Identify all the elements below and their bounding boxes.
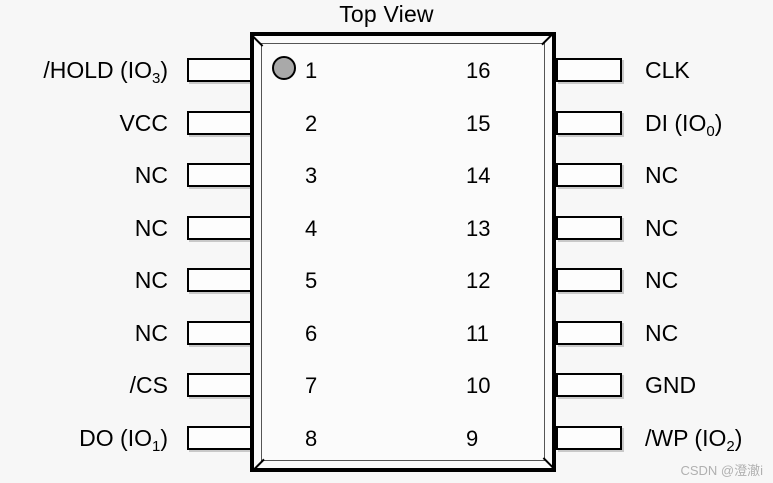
pin-signal-label: CLK [645, 58, 690, 82]
pin-number: 15 [466, 110, 491, 136]
pin-signal-name: VCC [119, 109, 168, 136]
pin-lead [556, 58, 622, 82]
pin-number: 11 [466, 320, 489, 346]
pin-number: 3 [305, 163, 318, 188]
pin-signal-name: CLK [645, 57, 690, 83]
pin-signal-label: NC [645, 268, 678, 292]
page-title: Top View [339, 1, 434, 27]
pin-signal-label: NC [0, 268, 168, 292]
pin-lead [187, 163, 253, 187]
pin-signal-name: /WP (IO [645, 424, 727, 451]
pin-signal-name: NC [134, 319, 168, 346]
pin-lead [556, 268, 622, 292]
pin-signal-subscript: 3 [151, 70, 161, 87]
pin-signal-label: /HOLD (IO3) [0, 57, 168, 87]
pin-lead [187, 320, 253, 345]
pin-signal-label: NC [645, 321, 678, 345]
pin-lead [556, 215, 622, 240]
pin-lead [187, 215, 253, 240]
pin-signal-name: DO (IO [79, 424, 152, 451]
pin-signal-name: NC [645, 319, 679, 346]
pin-lead [556, 373, 622, 397]
pin-signal-name: NC [134, 214, 168, 241]
pin-signal-tail: ) [734, 424, 743, 451]
pin-lead [187, 110, 253, 135]
pin-signal-label: NC [0, 216, 168, 240]
pin-lead [556, 110, 622, 135]
pin-signal-name: NC [645, 267, 679, 293]
pin-signal-name: NC [645, 162, 679, 188]
pin-lead [556, 425, 622, 450]
pin-signal-name: /HOLD (IO [43, 57, 152, 83]
pin-signal-tail: ) [714, 109, 723, 136]
pin-signal-name: /CS [129, 372, 168, 398]
pin-number: 1 [305, 58, 318, 83]
pin-number: 12 [466, 268, 491, 293]
pin-signal-name: NC [134, 162, 168, 188]
pin1-marker-dot-icon [272, 56, 296, 80]
pin-lead [556, 320, 622, 345]
pin-number: 6 [305, 320, 318, 346]
pin-signal-tail: ) [160, 57, 168, 83]
pin-signal-label: NC [645, 216, 678, 240]
pin-signal-name: NC [645, 214, 679, 241]
pin-number: 10 [466, 373, 491, 398]
pin-signal-label: DI (IO0) [645, 109, 723, 140]
pin-number: 14 [466, 163, 491, 188]
pin-lead [556, 163, 622, 187]
pin-lead [187, 58, 253, 82]
pin-signal-name: NC [134, 267, 168, 293]
pin-signal-name: DI (IO [645, 109, 707, 136]
pin-signal-name: GND [645, 372, 697, 398]
pin-lead [187, 425, 253, 450]
pin-signal-subscript: 2 [726, 437, 735, 455]
pin-number: 4 [305, 215, 318, 241]
pin-signal-label: /WP (IO2) [645, 424, 743, 455]
pin-number: 7 [305, 373, 318, 398]
pin-number: 16 [466, 58, 491, 83]
pin-number: 5 [305, 268, 318, 293]
pin-signal-label: NC [0, 163, 168, 187]
watermark: CSDN @澄澈i [680, 463, 763, 478]
pin-signal-label: VCC [0, 111, 168, 135]
pin-signal-label: DO (IO1) [0, 424, 168, 455]
pin-signal-tail: ) [160, 424, 168, 451]
pin-lead [187, 268, 253, 292]
package-body [250, 32, 556, 472]
pin-number: 13 [466, 215, 491, 241]
pin-number: 2 [305, 110, 318, 136]
pin-signal-label: NC [0, 321, 168, 345]
pin-number: 9 [466, 425, 479, 451]
pin-signal-label: /CS [0, 373, 168, 397]
pin-number: 8 [305, 425, 318, 451]
pin-signal-label: GND [645, 373, 696, 397]
package-body-inner-outline [261, 43, 545, 461]
pin-signal-subscript: 0 [706, 122, 715, 140]
pin-signal-subscript: 1 [151, 437, 161, 455]
pin-lead [187, 373, 253, 397]
pin-signal-label: NC [645, 163, 678, 187]
